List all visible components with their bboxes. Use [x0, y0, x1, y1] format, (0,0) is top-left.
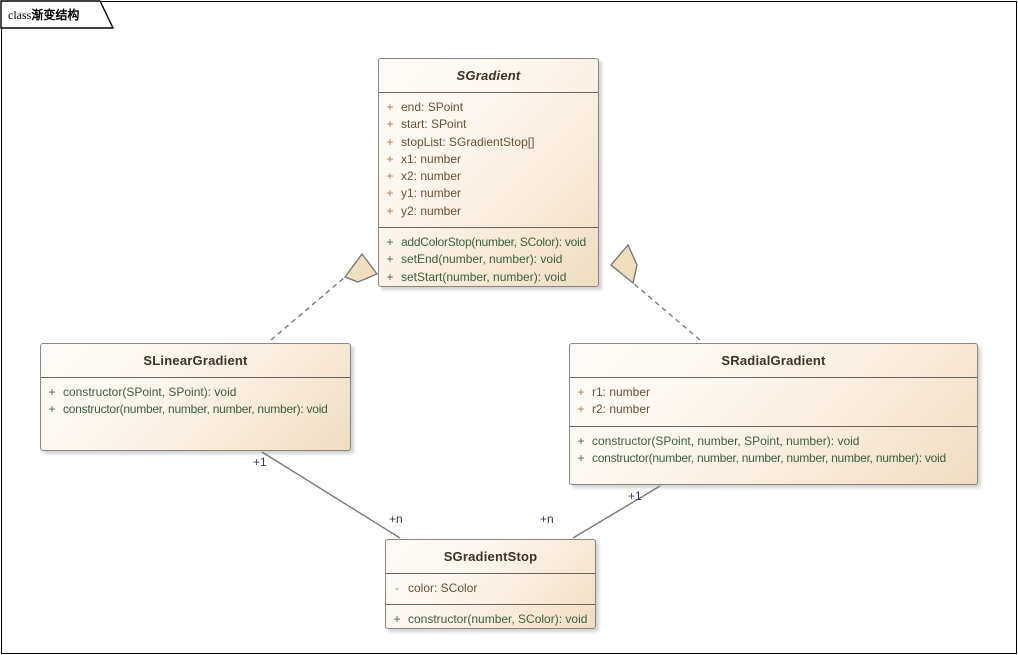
attributes-compartment-sradialgradient: + r1: number + r2: number — [570, 378, 977, 427]
visibility-marker: + — [48, 385, 56, 399]
visibility-marker: + — [386, 134, 394, 149]
visibility-marker: + — [386, 151, 394, 166]
operation-label: addColorStop(number, SColor): void — [401, 235, 586, 250]
visibility-marker: + — [386, 186, 394, 201]
attribute-row[interactable]: + start: SPoint — [379, 116, 598, 133]
operation-label: setStart(number, number): void — [401, 269, 567, 284]
visibility-marker: + — [577, 385, 585, 399]
visibility-marker: + — [393, 612, 401, 627]
operations-compartment-sgradient: + addColorStop(number, SColor): void + s… — [379, 228, 598, 286]
visibility-marker: + — [386, 100, 394, 114]
diagram-title: 渐变结构 — [31, 8, 80, 22]
realization-arrowhead-icon — [343, 252, 379, 283]
class-title-sgradient: SGradient — [379, 59, 598, 93]
attribute-row[interactable]: + y2: number — [379, 203, 598, 220]
visibility-marker: + — [48, 402, 56, 417]
class-title-sgradientstop: SGradientStop — [386, 540, 595, 574]
attribute-row[interactable]: + y1: number — [379, 185, 598, 202]
visibility-marker: + — [577, 450, 585, 465]
class-box-sgradient[interactable]: SGradient + end: SPoint + start: SPoint … — [378, 58, 599, 287]
operation-label: constructor(SPoint, number, SPoint, numb… — [592, 433, 860, 448]
visibility-marker: + — [577, 402, 585, 417]
class-box-sradialgradient[interactable]: SRadialGradient + r1: number + r2: numbe… — [569, 343, 978, 485]
attribute-label: r2: number — [592, 402, 651, 417]
operation-label: constructor(number, number, number, numb… — [63, 402, 328, 417]
attribute-label: r1: number — [592, 385, 651, 399]
class-title-slineargradient: SLinearGradient — [41, 344, 350, 378]
visibility-marker: + — [386, 269, 394, 284]
visibility-marker: + — [386, 235, 394, 250]
attribute-row[interactable]: + x2: number — [379, 168, 598, 185]
operation-label: constructor(SPoint, SPoint): void — [63, 385, 237, 399]
operation-row[interactable]: + setEnd(number, number): void — [379, 251, 598, 268]
operation-label: constructor(number, number, number, numb… — [592, 450, 946, 465]
attribute-label: stopList: SGradientStop[] — [401, 134, 535, 149]
attribute-label: y2: number — [401, 203, 462, 218]
attributes-compartment-sgradientstop: - color: SColor — [386, 574, 595, 606]
visibility-marker: + — [386, 252, 394, 267]
operation-label: setEnd(number, number): void — [401, 252, 563, 267]
attribute-label: color: SColor — [408, 581, 478, 595]
operation-row[interactable]: + constructor(number, number, number, nu… — [41, 401, 350, 418]
diagram-name-label: class渐变结构 — [8, 6, 79, 23]
attribute-label: x1: number — [401, 151, 462, 166]
association-linear-to-stop — [261, 451, 401, 539]
multiplicity-radial-end: +1 — [628, 489, 642, 503]
realization-radial-to-sgradient — [610, 243, 701, 341]
visibility-marker: + — [386, 169, 394, 184]
realization-linear-to-sgradient — [270, 252, 379, 341]
attribute-row[interactable]: + r2: number — [570, 401, 977, 418]
visibility-marker: + — [386, 117, 394, 132]
attribute-label: y1: number — [401, 186, 462, 201]
visibility-marker: + — [386, 203, 394, 218]
attribute-label: start: SPoint — [401, 117, 467, 132]
diagram-keyword: class — [8, 8, 32, 22]
diagram-name-tab[interactable]: class渐变结构 — [0, 0, 114, 29]
attribute-label: end: SPoint — [401, 100, 464, 114]
operation-row[interactable]: + constructor(number, SColor): void — [386, 611, 595, 628]
attribute-row[interactable]: + r1: number — [570, 384, 977, 401]
class-box-sgradientstop[interactable]: SGradientStop - color: SColor + construc… — [385, 539, 596, 629]
attributes-compartment-sgradient: + end: SPoint + start: SPoint + stopList… — [379, 93, 598, 229]
operations-compartment-sgradientstop: + constructor(number, SColor): void — [386, 605, 595, 628]
operation-row[interactable]: + constructor(SPoint, number, SPoint, nu… — [570, 433, 977, 450]
realization-arrowhead-icon — [610, 243, 638, 285]
multiplicity-linear-end: +1 — [253, 455, 267, 469]
operation-row[interactable]: + setStart(number, number): void — [379, 269, 598, 286]
operation-row[interactable]: + addColorStop(number, SColor): void — [379, 234, 598, 251]
attribute-row[interactable]: + stopList: SGradientStop[] — [379, 134, 598, 151]
operation-row[interactable]: + constructor(number, number, number, nu… — [570, 450, 977, 467]
operations-compartment-slineargradient: + constructor(SPoint, SPoint): void + co… — [41, 378, 350, 449]
operation-label: constructor(number, SColor): void — [408, 612, 588, 627]
multiplicity-stop-end-right: +n — [540, 512, 554, 526]
attribute-label: x2: number — [401, 169, 462, 184]
attribute-row[interactable]: - color: SColor — [386, 580, 595, 597]
association-radial-to-stop — [572, 485, 661, 539]
class-title-sradialgradient: SRadialGradient — [570, 344, 977, 378]
class-box-slineargradient[interactable]: SLinearGradient + constructor(SPoint, SP… — [40, 343, 351, 451]
multiplicity-stop-end-left: +n — [389, 512, 403, 526]
visibility-marker: + — [577, 433, 585, 448]
operations-compartment-sradialgradient: + constructor(SPoint, number, SPoint, nu… — [570, 427, 977, 475]
operation-row[interactable]: + constructor(SPoint, SPoint): void — [41, 384, 350, 401]
attribute-row[interactable]: + x1: number — [379, 151, 598, 168]
visibility-marker: - — [395, 581, 399, 595]
attribute-row[interactable]: + end: SPoint — [379, 99, 598, 116]
